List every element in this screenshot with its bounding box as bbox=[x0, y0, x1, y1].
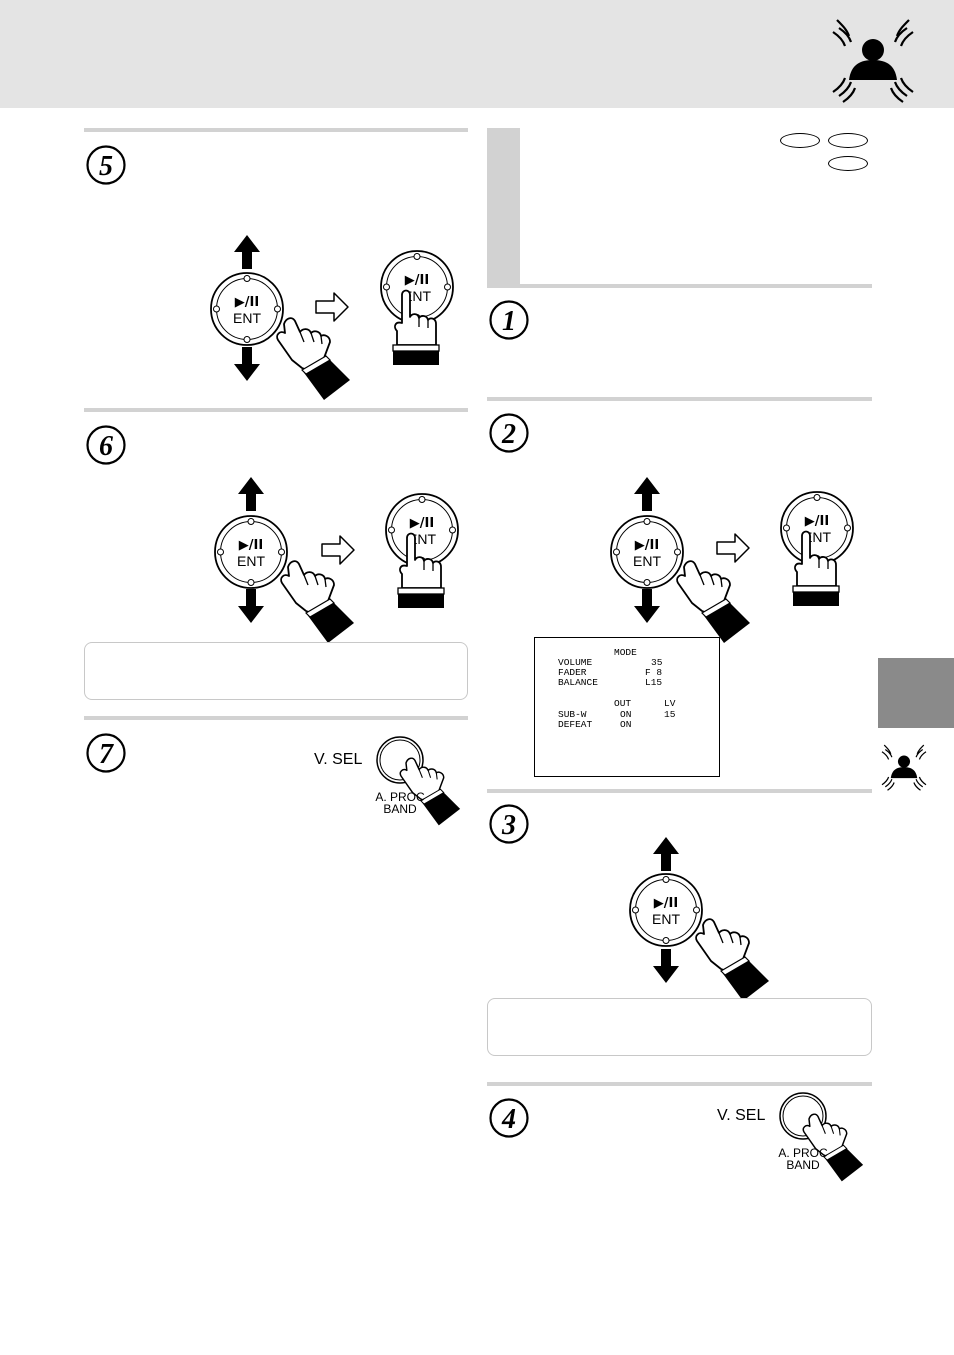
step-6-number: 6 bbox=[99, 431, 113, 462]
disc-format-badge bbox=[828, 133, 868, 148]
step-5-number: 5 bbox=[99, 151, 113, 182]
screen-volume-value: 35 bbox=[651, 657, 663, 668]
vsel-label: V. SEL bbox=[314, 751, 363, 768]
ent-joystick-icon: ▶/II ENT bbox=[780, 491, 854, 607]
band-label: BAND bbox=[383, 802, 417, 816]
ent-joystick-icon: ▶/II ENT bbox=[610, 477, 751, 644]
aproc-band-label: A. PROC BAND bbox=[775, 1147, 831, 1171]
audio-mode-screen: MODE VOLUME 35 FADER F 8 BALANCE L15 OUT… bbox=[534, 637, 720, 777]
section-tab bbox=[878, 658, 954, 728]
aproc-label: A. PROC bbox=[778, 1146, 828, 1160]
play-pause-label: ▶/II bbox=[654, 896, 678, 911]
play-pause-label: ▶/II bbox=[235, 295, 259, 310]
step-number-icon: 6 bbox=[86, 425, 126, 465]
section-rule-step-6 bbox=[84, 408, 468, 412]
ent-label: ENT bbox=[237, 553, 265, 569]
screen-balance-value: L15 bbox=[645, 677, 663, 688]
aproc-band-label: A. PROC BAND bbox=[372, 791, 428, 815]
step-3-number: 3 bbox=[501, 810, 516, 841]
ent-label: ENT bbox=[233, 310, 261, 326]
ent-joystick-icon: ▶/II ENT bbox=[385, 493, 459, 609]
section-rule-step-7 bbox=[84, 716, 468, 720]
note-box-step-3 bbox=[487, 998, 872, 1056]
screen-mode-title: MODE bbox=[614, 647, 637, 658]
disc-format-badge bbox=[828, 156, 868, 171]
screen-out-label: OUT bbox=[614, 698, 632, 709]
screen-subw-value: ON bbox=[620, 709, 632, 720]
step-number-icon: 4 bbox=[489, 1098, 529, 1138]
section-rule-step-3 bbox=[487, 789, 872, 793]
band-label: BAND bbox=[786, 1158, 820, 1172]
section-rule-step-2 bbox=[487, 397, 872, 401]
section-rule-step-4 bbox=[487, 1082, 872, 1086]
step-number-icon: 3 bbox=[489, 804, 529, 844]
play-pause-label: ▶/II bbox=[410, 516, 434, 531]
play-pause-label: ▶/II bbox=[239, 538, 263, 553]
aproc-label: A. PROC bbox=[375, 790, 425, 804]
ent-label: ENT bbox=[633, 553, 661, 569]
step-number-icon: 7 bbox=[86, 733, 126, 773]
screen-defeat-label: DEFEAT bbox=[558, 719, 593, 730]
step-2-number: 2 bbox=[501, 419, 516, 450]
ent-label: ENT bbox=[652, 911, 680, 927]
step-7-number: 7 bbox=[99, 739, 114, 770]
screen-subw-label: SUB-W bbox=[558, 709, 587, 720]
screen-volume-label: VOLUME bbox=[558, 657, 593, 668]
section-rule-step-5 bbox=[84, 128, 468, 132]
step-number-icon: 1 bbox=[489, 300, 529, 340]
header-band bbox=[0, 0, 954, 108]
screen-defeat-value: ON bbox=[620, 719, 632, 730]
section-rule-step-1 bbox=[487, 284, 872, 288]
ent-joystick-icon: ▶/II ENT bbox=[214, 477, 355, 644]
play-pause-label: ▶/II bbox=[805, 514, 829, 529]
info-panel-bar bbox=[487, 128, 520, 285]
play-pause-label: ▶/II bbox=[405, 273, 429, 288]
screen-fader-label: FADER bbox=[558, 667, 587, 678]
screen-lv-label: LV bbox=[664, 698, 676, 709]
listener-sound-icon bbox=[881, 744, 927, 791]
step-1-number: 1 bbox=[502, 306, 516, 337]
listener-sound-icon bbox=[831, 18, 915, 104]
disc-format-badge bbox=[780, 133, 820, 148]
play-pause-label: ▶/II bbox=[635, 538, 659, 553]
step-number-icon: 2 bbox=[489, 413, 529, 453]
screen-balance-label: BALANCE bbox=[558, 677, 598, 688]
step-number-icon: 5 bbox=[86, 145, 126, 185]
vsel-label: V. SEL bbox=[717, 1107, 766, 1124]
step-4-number: 4 bbox=[501, 1104, 516, 1135]
screen-subw-level: 15 bbox=[664, 709, 676, 720]
ent-joystick-icon: ▶/II ENT bbox=[629, 837, 770, 1002]
ent-joystick-icon: ▶/II ENT bbox=[380, 250, 454, 366]
screen-fader-value: F 8 bbox=[645, 667, 663, 678]
ent-joystick-icon: ▶/II ENT bbox=[210, 235, 351, 401]
note-box-step-6 bbox=[84, 642, 468, 700]
